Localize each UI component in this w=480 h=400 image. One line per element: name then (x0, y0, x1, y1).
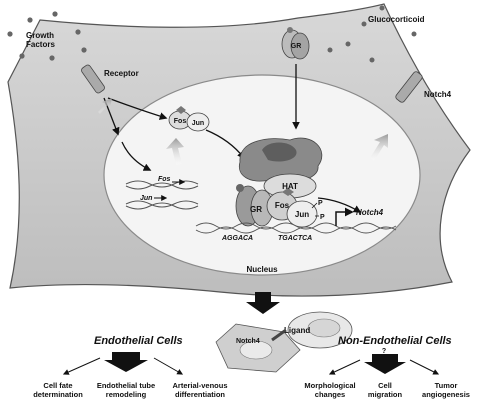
hat-label: HAT (282, 182, 298, 191)
notch4-gene-label: Notch4 (356, 208, 384, 217)
question-mark: ? (382, 348, 386, 355)
nonendo-outcome-1b: changes (315, 390, 345, 399)
gray-arrow-translation (166, 138, 184, 165)
jun-nuclear-label: Jun (295, 210, 309, 219)
gr-nuclear-label: GR (250, 205, 262, 214)
non-endothelial-title: Non-Endothelial Cells (338, 335, 452, 347)
seq-right: TGACTCA (278, 235, 312, 242)
nonendo-outcome-2b: migration (368, 390, 403, 399)
ligand-label: Ligand (284, 326, 310, 335)
jun-gene-label: Jun (140, 195, 152, 202)
notch4-receptor-label: Notch4 (424, 90, 452, 99)
endo-outcome-1b: determination (33, 390, 83, 399)
cell-notch4-label: Notch4 (236, 338, 260, 345)
p-label-1: P (318, 200, 323, 207)
fos-gene-label: Fos (158, 176, 171, 183)
arrow-to-notch4-gene (317, 197, 362, 213)
glucocorticoid-label: Glucocorticoid (368, 15, 425, 24)
arrow-to-genes (121, 141, 152, 171)
dna-promoter (195, 222, 397, 234)
fos-label-cyto: Fos (174, 118, 187, 125)
nonendo-outcome-2a: Cell (378, 381, 392, 390)
endothelial-title: Endothelial Cells (94, 335, 183, 347)
endothelial-down-arrow (104, 352, 148, 372)
nonendo-outcome-3b: angiogenesis (422, 390, 470, 399)
fos-jun-cytoplasm (168, 106, 210, 132)
glucocorticoid-dots (327, 5, 417, 63)
jun-label-cyto: Jun (192, 120, 204, 127)
p-label-2: P (320, 214, 325, 221)
endo-outcome-1a: Cell fate (43, 381, 72, 390)
growth-factors-label-1: Growth (26, 31, 54, 40)
endo-outcome-3a: Arterial-venous (172, 381, 227, 390)
gray-arrow-to-membrane (370, 134, 388, 161)
nonendo-outcome-1a: Morphological (304, 381, 355, 390)
nucleus-label: Nucleus (246, 265, 278, 274)
growth-factors-label-2: Factors (26, 40, 55, 49)
dna-left (125, 180, 199, 210)
gray-arrow-receptor (98, 98, 112, 114)
growth-factor-dots (7, 11, 87, 61)
fos-nuclear-label: Fos (275, 201, 290, 210)
transcription-complex (235, 137, 323, 228)
endo-outcome-2a: Endothelial tube (97, 381, 155, 390)
gr-cytoplasm (281, 27, 310, 60)
gr-label: GR (291, 43, 302, 50)
nonendo-outcome-3a: Tumor (435, 381, 458, 390)
receptor (81, 64, 105, 94)
receptor-ligand-contact (271, 328, 287, 342)
tss-arrow (335, 207, 354, 226)
endo-outcome-3b: differentiation (175, 390, 225, 399)
receptor-label: Receptor (104, 69, 139, 78)
notch4-membrane-receptor (395, 71, 423, 103)
seq-left: AGGACA (221, 235, 253, 242)
big-down-arrow (246, 292, 280, 314)
arrow-receptor-fosjun (107, 97, 168, 120)
endo-outcome-2b: remodeling (106, 390, 147, 399)
non-endothelial-down-arrow (364, 354, 406, 374)
